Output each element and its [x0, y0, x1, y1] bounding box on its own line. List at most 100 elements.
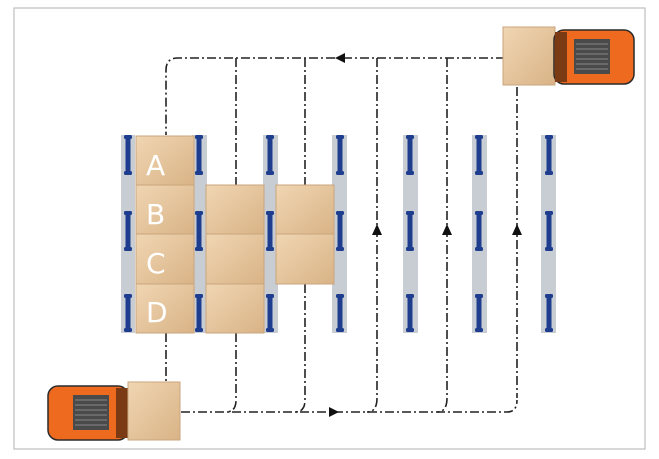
rack-post-cap	[545, 247, 553, 251]
rack-post	[476, 135, 482, 175]
rack-post-cap	[124, 294, 132, 298]
rack-post	[337, 135, 343, 175]
lane-path	[294, 284, 306, 413]
pallet-box	[135, 184, 195, 235]
pallet-box	[135, 233, 195, 285]
rack-post	[337, 211, 343, 251]
pallet-box	[205, 184, 265, 235]
pallet-box	[205, 233, 265, 285]
forklift-bottom-icon	[47, 381, 181, 441]
label-d: D	[146, 296, 168, 329]
forklift-grille	[574, 39, 610, 74]
rack-post-cap	[475, 211, 483, 215]
rack-post-cap	[336, 294, 344, 298]
rack-post-cap	[545, 171, 553, 175]
forklift-grille	[73, 395, 109, 430]
rack-post-cap	[475, 171, 483, 175]
rack-post-cap	[545, 294, 553, 298]
rack-post-cap	[475, 135, 483, 139]
rack-post-cap	[195, 135, 203, 139]
forklift-load	[502, 26, 556, 86]
pallet-box	[135, 283, 195, 334]
arrowhead-icon	[335, 53, 345, 63]
rack-post-cap	[406, 211, 414, 215]
rack-post	[546, 135, 552, 175]
lane-path	[436, 397, 448, 413]
rack-post-cap	[124, 328, 132, 332]
rack-post	[125, 211, 131, 251]
rack-post	[407, 294, 413, 332]
rack-post-cap	[266, 211, 274, 215]
top-return-path	[165, 57, 505, 135]
bottom-supply-path	[181, 399, 518, 413]
rack-post	[125, 135, 131, 175]
rack-post-cap	[195, 171, 203, 175]
rack-post-cap	[124, 211, 132, 215]
rack-post-cap	[475, 247, 483, 251]
arrowhead-icon	[372, 224, 382, 235]
label-b: B	[146, 198, 165, 231]
forklift-load	[127, 381, 181, 441]
rack-post-cap	[475, 294, 483, 298]
lane-path	[366, 397, 378, 413]
rack-post	[267, 135, 273, 175]
rack-post	[476, 211, 482, 251]
pallet-box	[205, 283, 265, 334]
rack-post-cap	[336, 211, 344, 215]
rack-post-cap	[545, 328, 553, 332]
rack-post-cap	[195, 294, 203, 298]
rack-post-cap	[266, 294, 274, 298]
pallet-box	[135, 135, 195, 186]
rack-post-cap	[195, 211, 203, 215]
lane-path	[225, 333, 237, 413]
pallet-column-2	[205, 184, 265, 334]
rack-post-cap	[475, 328, 483, 332]
rack-post	[407, 135, 413, 175]
pallet-column-3	[275, 184, 335, 285]
pallet-column-1: A B C D	[135, 135, 195, 334]
arrowhead-icon	[512, 224, 522, 235]
rack-post	[546, 294, 552, 332]
rack-post	[476, 294, 482, 332]
rack-post-cap	[266, 135, 274, 139]
arrowhead-icon	[329, 407, 339, 417]
rack-post-cap	[266, 247, 274, 251]
rack-post	[546, 211, 552, 251]
rack-post-cap	[124, 171, 132, 175]
label-a: A	[146, 149, 165, 182]
forklift-mast	[555, 32, 567, 82]
forklift-top-icon	[502, 26, 635, 86]
rack-post-cap	[336, 135, 344, 139]
rack-post-cap	[266, 171, 274, 175]
forklift-mast	[116, 388, 128, 438]
rack-posts	[124, 135, 553, 332]
rack-post	[267, 211, 273, 251]
rack-post-cap	[195, 328, 203, 332]
arrowhead-icon	[442, 224, 452, 235]
rack-post	[196, 135, 202, 175]
rack-post	[337, 294, 343, 332]
rack-post-cap	[336, 328, 344, 332]
rack-post-cap	[406, 135, 414, 139]
rack-post	[407, 211, 413, 251]
label-c: C	[146, 247, 166, 280]
rack-post	[196, 294, 202, 332]
arrowheads	[329, 53, 522, 417]
rack-post-cap	[336, 171, 344, 175]
pallet-box	[275, 233, 335, 285]
pallet-box	[275, 184, 335, 235]
rack-post	[267, 294, 273, 332]
rack-post-cap	[124, 135, 132, 139]
rack-post-cap	[406, 294, 414, 298]
rack-post-cap	[336, 247, 344, 251]
rack-post-cap	[406, 328, 414, 332]
rack-post-cap	[266, 328, 274, 332]
rack-post	[125, 294, 131, 332]
rack-post-cap	[124, 247, 132, 251]
rack-post	[196, 211, 202, 251]
rack-post-cap	[406, 171, 414, 175]
rack-post-cap	[195, 247, 203, 251]
rack-post-cap	[545, 211, 553, 215]
